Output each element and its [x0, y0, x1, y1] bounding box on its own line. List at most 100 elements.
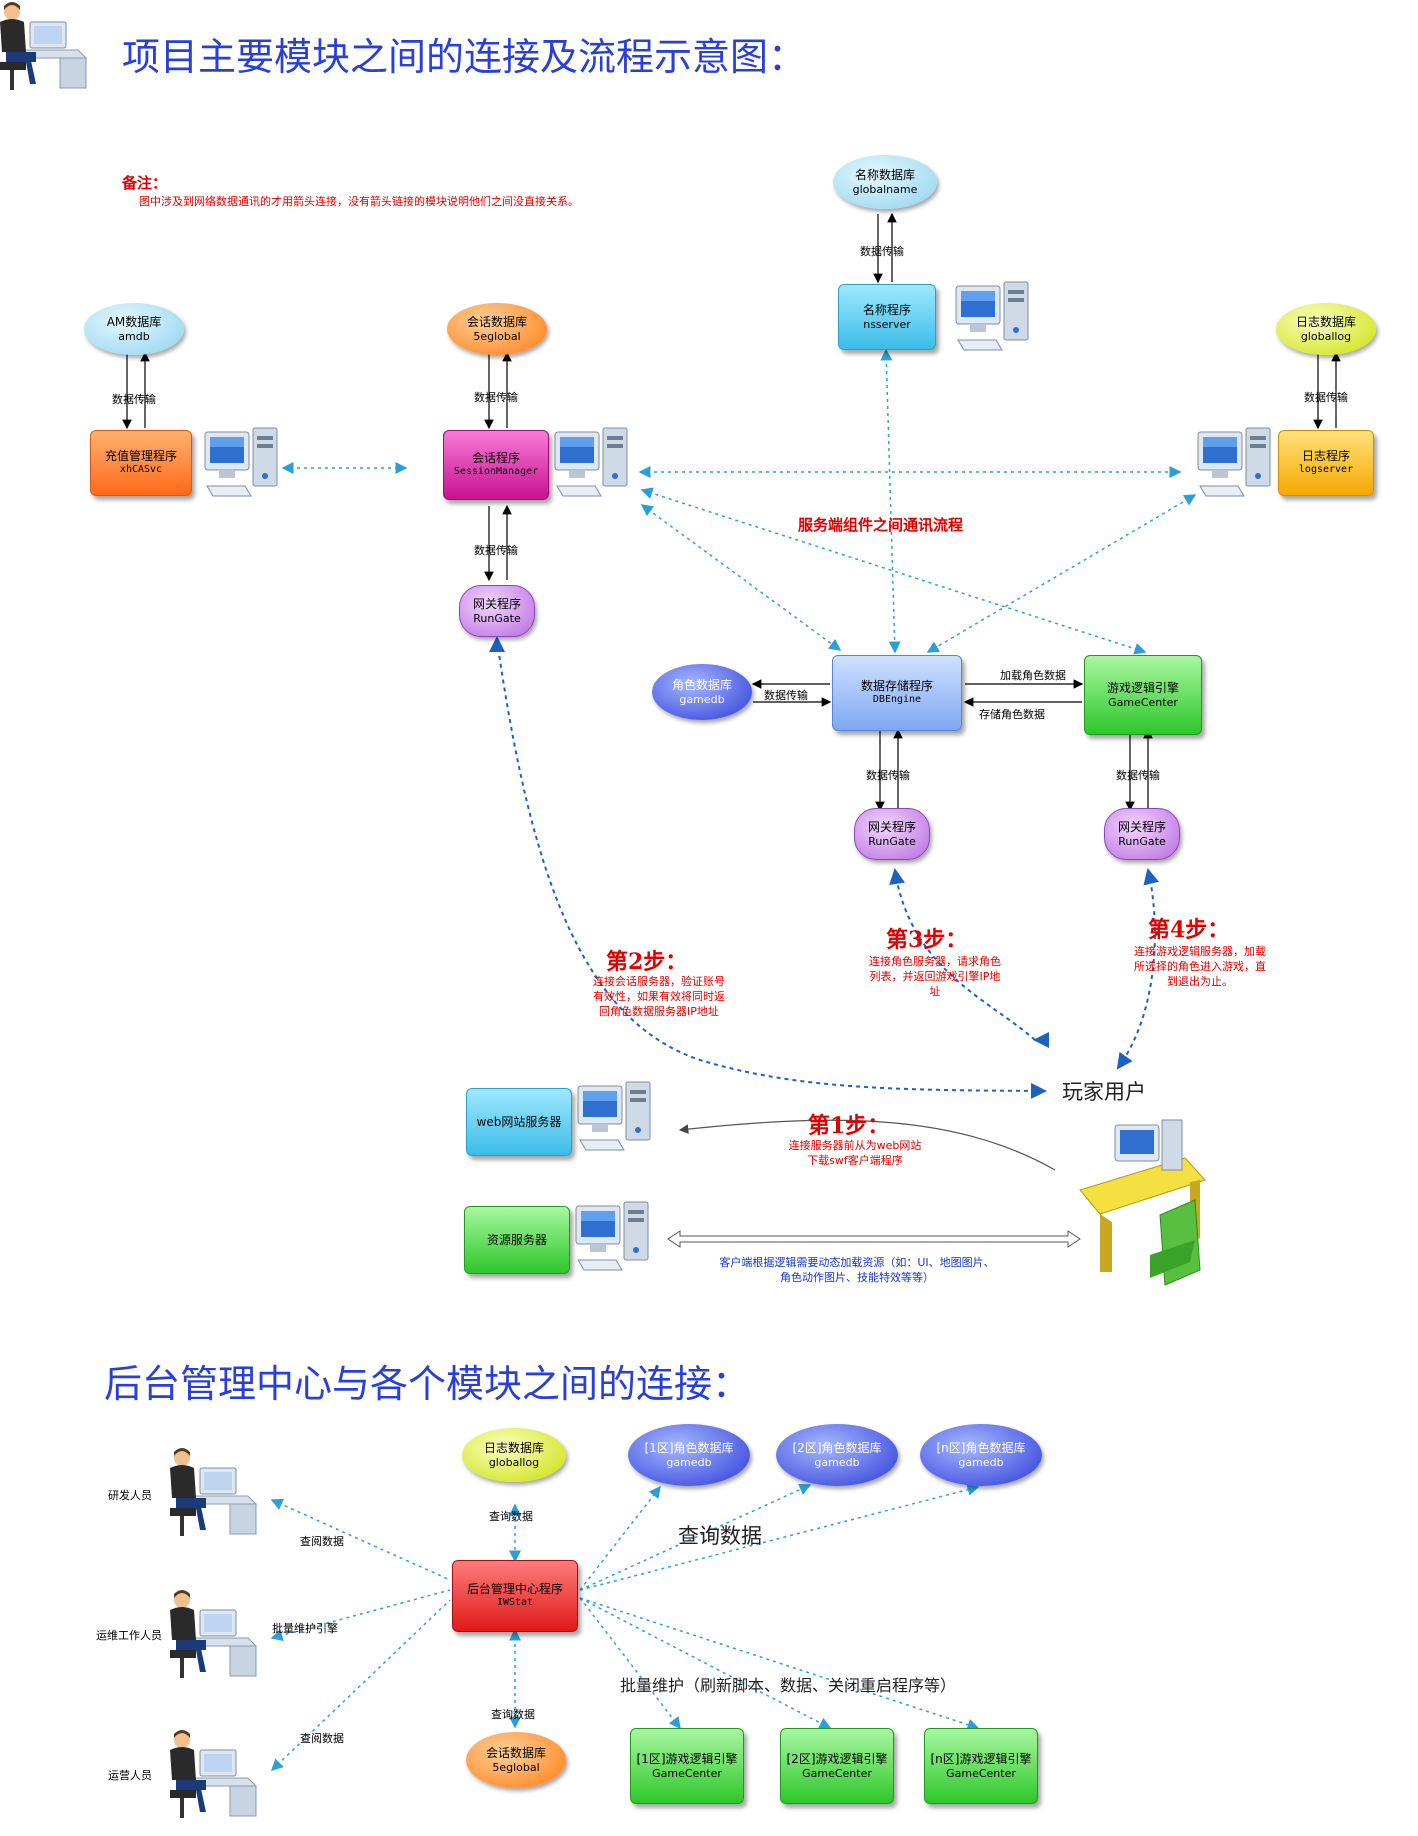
- label-transfer-am: 数据传输: [112, 393, 156, 406]
- note-heading: 备注：: [122, 174, 168, 192]
- db-5eglobal: 会话数据库 5eglobal: [447, 303, 547, 355]
- label-player: 玩家用户: [1062, 1080, 1146, 1104]
- db-globalname: 名称数据库 globalname: [833, 155, 937, 209]
- node-nsserver-sub: nsserver: [863, 317, 911, 331]
- admin-db-5eglobal: 会话数据库 5eglobal: [466, 1732, 566, 1788]
- node-dbengine-label: 数据存储程序: [860, 679, 933, 694]
- db-amdb-sub: amdb: [118, 329, 150, 343]
- node-web-server-label: web网站服务器: [476, 1114, 562, 1129]
- label-transfer-log: 数据传输: [1304, 391, 1348, 404]
- node-rungate-2-label: 网关程序: [867, 820, 916, 835]
- admin-title: 后台管理中心与各个模块之间的连接：: [104, 1362, 751, 1406]
- admin-engine-zone1-sub: GameCenter: [652, 1766, 722, 1780]
- admin-engine-zone2: [2区]游戏逻辑引擎 GameCenter: [780, 1728, 894, 1804]
- person-label-ops: 运维工作人员: [96, 1629, 162, 1642]
- label-transfer-dbengine: 数据传输: [866, 769, 910, 782]
- admin-engine-zonen-label: [n区]游戏逻辑引擎: [930, 1751, 1032, 1766]
- admin-db-zonen: [n区]角色数据库 gamedb: [920, 1424, 1042, 1486]
- admin-engine-zone1-label: [1区]游戏逻辑引擎: [636, 1751, 738, 1766]
- node-dbengine: 数据存储程序 DBEngine: [832, 655, 962, 731]
- admin-node-iwstat-sub: IWStat: [496, 1597, 534, 1609]
- node-gamecenter-sub: GameCenter: [1108, 695, 1178, 709]
- admin-db-zone1-label: [1区]角色数据库: [644, 1441, 734, 1456]
- node-rungate-2-sub: RunGate: [868, 834, 916, 848]
- step4-heading: 第4步：: [1148, 917, 1230, 943]
- step2-body: 连接会话服务器，验证账号 有效性，如果有效将同时返 回角色数据服务器IP地址: [593, 975, 725, 1018]
- person-icon-dev: [169, 1447, 257, 1537]
- node-dbengine-sub: DBEngine: [872, 694, 922, 706]
- link-label-ops: 批量维护引擎: [272, 1622, 338, 1635]
- server-links: [281, 348, 1197, 655]
- admin-engine-zonen: [n区]游戏逻辑引擎 GameCenter: [924, 1728, 1038, 1804]
- db-5eglobal-sub: 5eglobal: [473, 329, 521, 343]
- db-globallog-sub: globallog: [1300, 329, 1352, 343]
- db-amdb-label: AM数据库: [106, 315, 162, 330]
- step1-curve: [678, 1119, 1056, 1171]
- node-sessionmanager-label: 会话程序: [471, 451, 520, 466]
- node-web-server: web网站服务器: [466, 1088, 572, 1156]
- node-nsserver-label: 名称程序: [862, 302, 911, 317]
- person-label-operation: 运营人员: [108, 1769, 152, 1782]
- admin-db-globallog: 日志数据库 globallog: [462, 1428, 566, 1482]
- label-load-role: 加载角色数据: [1000, 669, 1066, 682]
- admin-links: [270, 1483, 980, 1772]
- step1-body: 连接服务器前从为web网站 下载swf客户端程序: [788, 1139, 922, 1167]
- node-rungate-3: 网关程序 RunGate: [1104, 808, 1180, 860]
- person-icon-operation: [169, 1729, 257, 1819]
- step3-body: 连接角色服务器，请求角色 列表，并返回游戏引擎IP地 址: [869, 955, 1001, 998]
- admin-db-5eglobal-label: 会话数据库: [485, 1746, 546, 1761]
- admin-db-zone1-sub: gamedb: [666, 1455, 712, 1469]
- node-xhcasvc-label: 充值管理程序: [104, 449, 177, 464]
- admin-db-zonen-sub: gamedb: [958, 1455, 1004, 1469]
- db-globallog-label: 日志数据库: [1295, 315, 1356, 330]
- admin-engine-zone2-sub: GameCenter: [802, 1766, 872, 1780]
- node-sessionmanager: 会话程序 SessionManager: [443, 430, 549, 500]
- label-transfer-gamedb: 数据传输: [764, 689, 808, 702]
- db-gamedb-label: 角色数据库: [671, 678, 732, 693]
- admin-db-globallog-label: 日志数据库: [483, 1441, 544, 1456]
- admin-label-query-big: 查询数据: [678, 1524, 762, 1548]
- person-label-dev: 研发人员: [108, 1489, 152, 1502]
- node-gamecenter-label: 游戏逻辑引擎: [1106, 680, 1179, 695]
- node-rungate-3-label: 网关程序: [1117, 820, 1166, 835]
- node-sessionmanager-sub: SessionManager: [453, 466, 539, 478]
- client-links: [496, 639, 1160, 1099]
- node-logserver-label: 日志程序: [1301, 449, 1350, 464]
- node-rungate-1: 网关程序 RunGate: [459, 585, 535, 637]
- label-save-role: 存储角色数据: [979, 708, 1045, 721]
- admin-engine-zonen-sub: GameCenter: [946, 1766, 1016, 1780]
- label-transfer-ns: 数据传输: [860, 245, 904, 258]
- admin-label-maintain-big: 批量维护（刷新脚本、数据、关闭重启程序等）: [620, 1676, 957, 1695]
- node-resource-server: 资源服务器: [464, 1206, 570, 1274]
- node-rungate-3-sub: RunGate: [1118, 834, 1166, 848]
- node-logserver: 日志程序 logserver: [1278, 430, 1374, 496]
- label-transfer-gate: 数据传输: [474, 544, 518, 557]
- admin-db-zone2: [2区]角色数据库 gamedb: [776, 1424, 898, 1486]
- admin-db-zone2-sub: gamedb: [814, 1455, 860, 1469]
- admin-db-globallog-sub: globallog: [488, 1455, 540, 1469]
- link-label-dev: 查阅数据: [300, 1535, 344, 1548]
- data-transfer-arrows: [122, 212, 1341, 812]
- admin-db-5eglobal-sub: 5eglobal: [492, 1760, 540, 1774]
- admin-node-iwstat: 后台管理中心程序 IWStat: [452, 1560, 578, 1632]
- main-title: 项目主要模块之间的连接及流程示意图：: [122, 35, 807, 79]
- admin-label-query-bottom: 查询数据: [491, 1708, 535, 1721]
- admin-db-zonen-label: [n区]角色数据库: [936, 1441, 1026, 1456]
- step1-heading: 第1步：: [808, 1113, 890, 1139]
- link-label-operation: 查阅数据: [300, 1732, 344, 1745]
- node-nsserver: 名称程序 nsserver: [838, 284, 936, 350]
- step3-heading: 第3步：: [886, 927, 968, 953]
- note-body: 图中涉及到网络数据通讯的才用箭头连接，没有箭头链接的模块说明他们之间没直接关系。: [139, 195, 579, 208]
- resource-double-arrow: [667, 1230, 1081, 1248]
- admin-node-iwstat-label: 后台管理中心程序: [466, 1582, 563, 1597]
- node-xhcasvc: 充值管理程序 xhCASvc: [90, 430, 192, 496]
- db-gamedb: 角色数据库 gamedb: [652, 664, 752, 720]
- admin-db-zone1: [1区]角色数据库 gamedb: [628, 1424, 750, 1486]
- node-rungate-1-sub: RunGate: [473, 611, 521, 625]
- node-xhcasvc-sub: xhCASvc: [119, 464, 163, 476]
- admin-db-zone2-label: [2区]角色数据库: [792, 1441, 882, 1456]
- step2-heading: 第2步：: [606, 949, 688, 975]
- node-rungate-1-label: 网关程序: [472, 597, 521, 612]
